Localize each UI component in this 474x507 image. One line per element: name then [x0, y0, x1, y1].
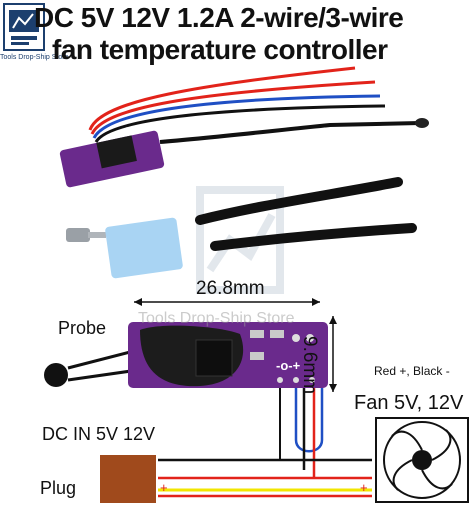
logo-text: Tools Drop-Ship Store	[0, 54, 69, 61]
fan-icon	[375, 417, 469, 503]
plug-label: Plug	[40, 478, 77, 498]
module-top	[59, 66, 429, 188]
accessories	[66, 177, 417, 279]
dc-in-label: DC IN 5V 12V	[42, 424, 156, 444]
title-line-1: DC 5V 12V 1.2A 2-wire/3-wire	[34, 2, 404, 33]
title-line-2: fan temperature controller	[52, 34, 388, 65]
probe	[44, 348, 139, 387]
wiring	[158, 388, 372, 498]
fan-plus-mark: +	[360, 480, 368, 495]
board-marks: -o-+	[276, 358, 301, 373]
wire-color-label: Red +, Black -	[374, 364, 450, 378]
probe-label: Probe	[58, 318, 107, 338]
fan-label: Fan 5V, 12V	[354, 392, 464, 414]
pcb-board	[128, 322, 328, 388]
dimension-lines	[134, 298, 337, 392]
store-logo-icon	[3, 3, 45, 51]
width-dimension: 9.6mm	[299, 336, 320, 395]
fan-minus-mark: -	[360, 452, 365, 467]
plug-connector	[100, 455, 156, 503]
plug-minus-mark: -	[160, 452, 165, 467]
length-dimension: 26.8mm	[196, 278, 265, 299]
plug-plus-mark: +	[160, 480, 168, 495]
watermark-text: Tools Drop-Ship Store	[138, 310, 295, 327]
